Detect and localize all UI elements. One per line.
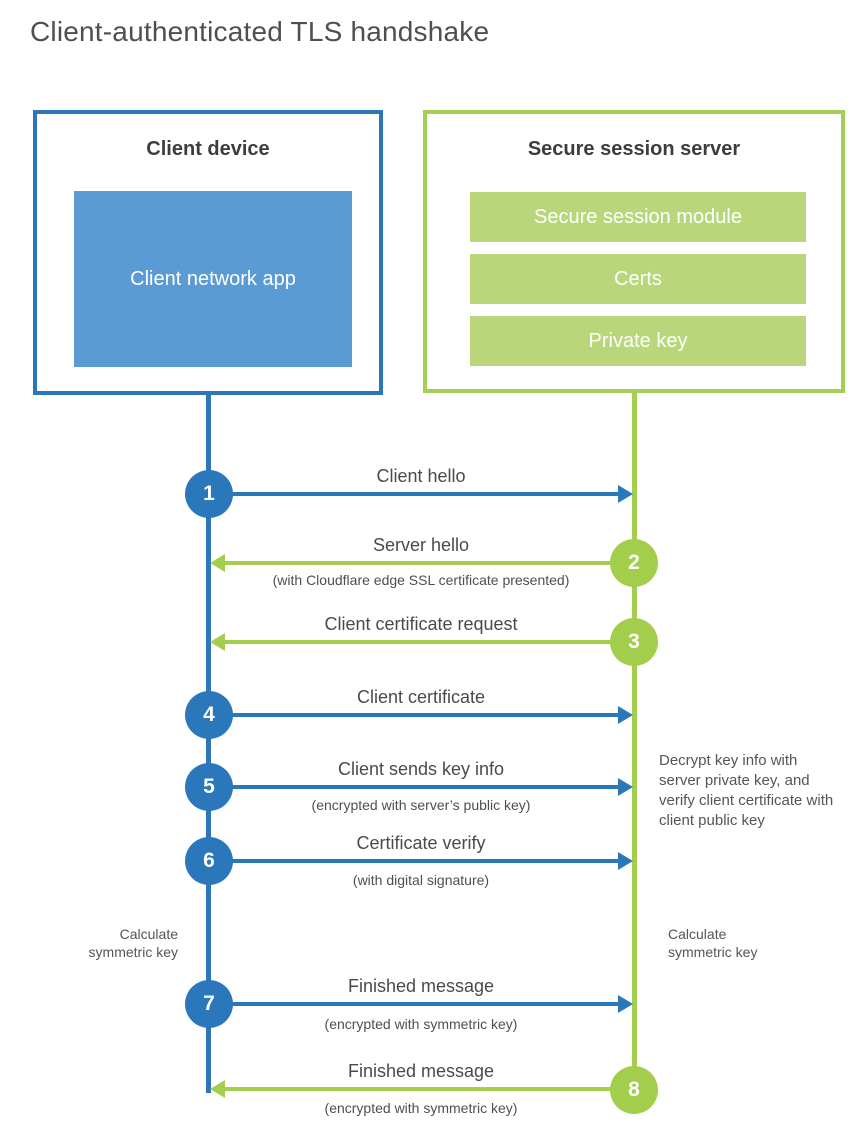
arrow-step-2 bbox=[225, 561, 634, 565]
arrow-step-6 bbox=[209, 859, 618, 863]
server-calculate-symmetric-key-note: Calculate symmetric key bbox=[668, 926, 758, 960]
msg-label-step-4: Client certificate bbox=[356, 687, 486, 707]
arrow-step-3 bbox=[225, 640, 634, 644]
client-calculate-symmetric-key-note: Calculate symmetric key bbox=[88, 926, 178, 960]
msg-label-step-1: Client hello bbox=[376, 466, 466, 486]
step-number-6: 6 bbox=[203, 849, 215, 872]
arrowhead-step-3 bbox=[210, 633, 225, 651]
server-module-certs: Certs bbox=[470, 254, 806, 304]
msg-label-step-6: Certificate verify bbox=[356, 833, 486, 853]
arrowhead-step-7 bbox=[618, 995, 633, 1013]
step-circle-5: 5 bbox=[185, 763, 233, 811]
step-number-7: 7 bbox=[203, 992, 215, 1015]
step-number-1: 1 bbox=[203, 482, 215, 505]
step-number-3: 3 bbox=[628, 630, 640, 653]
arrow-step-1 bbox=[209, 492, 618, 496]
msg-subtitle-step-6: (with digital signature) bbox=[352, 872, 490, 888]
arrowhead-step-4 bbox=[618, 706, 633, 724]
arrowhead-step-6 bbox=[618, 852, 633, 870]
step-number-4: 4 bbox=[203, 703, 215, 726]
arrow-step-5 bbox=[209, 785, 618, 789]
msg-label-step-2: Server hello bbox=[372, 535, 470, 555]
msg-subtitle-step-2: (with Cloudflare edge SSL certificate pr… bbox=[272, 572, 570, 588]
msg-label-step-5: Client sends key info bbox=[337, 759, 505, 779]
msg-label-step-3: Client certificate request bbox=[324, 614, 518, 634]
server-decrypt-note: Decrypt key info with server private key… bbox=[659, 752, 834, 829]
step-number-5: 5 bbox=[203, 775, 215, 798]
client-network-app-label: Client network app bbox=[130, 267, 296, 290]
step-circle-3: 3 bbox=[610, 618, 658, 666]
arrowhead-step-1 bbox=[618, 485, 633, 503]
page-title: Client-authenticated TLS handshake bbox=[30, 16, 490, 47]
arrow-step-8 bbox=[225, 1087, 634, 1091]
msg-label-step-8: Finished message bbox=[347, 1061, 495, 1081]
server-lifeline bbox=[632, 393, 637, 1108]
step-circle-7: 7 bbox=[185, 980, 233, 1028]
server-module-private-key: Private key bbox=[470, 316, 806, 366]
msg-subtitle-step-5: (encrypted with server’s public key) bbox=[311, 797, 531, 813]
msg-subtitle-step-8: (encrypted with symmetric key) bbox=[324, 1100, 518, 1116]
step-circle-4: 4 bbox=[185, 691, 233, 739]
client-lifeline bbox=[206, 393, 211, 1093]
step-circle-6: 6 bbox=[185, 837, 233, 885]
step-circle-1: 1 bbox=[185, 470, 233, 518]
secure-session-server-title: Secure session server bbox=[527, 138, 741, 160]
secure-session-server-box: Secure session server Secure session mod… bbox=[423, 110, 845, 393]
arrowhead-step-5 bbox=[618, 778, 633, 796]
client-device-box: Client device Client network app bbox=[33, 110, 383, 395]
step-circle-2: 2 bbox=[610, 539, 658, 587]
client-network-app-box: Client network app bbox=[74, 191, 352, 367]
server-module-secure-session: Secure session module bbox=[470, 192, 806, 242]
msg-subtitle-step-7: (encrypted with symmetric key) bbox=[324, 1016, 518, 1032]
arrow-step-7 bbox=[209, 1002, 618, 1006]
step-circle-8: 8 bbox=[610, 1066, 658, 1114]
step-number-2: 2 bbox=[628, 551, 640, 574]
arrowhead-step-8 bbox=[210, 1080, 225, 1098]
step-number-8: 8 bbox=[628, 1078, 640, 1101]
arrowhead-step-2 bbox=[210, 554, 225, 572]
arrow-step-4 bbox=[209, 713, 618, 717]
msg-label-step-7: Finished message bbox=[347, 976, 495, 996]
client-device-title: Client device bbox=[146, 138, 270, 160]
